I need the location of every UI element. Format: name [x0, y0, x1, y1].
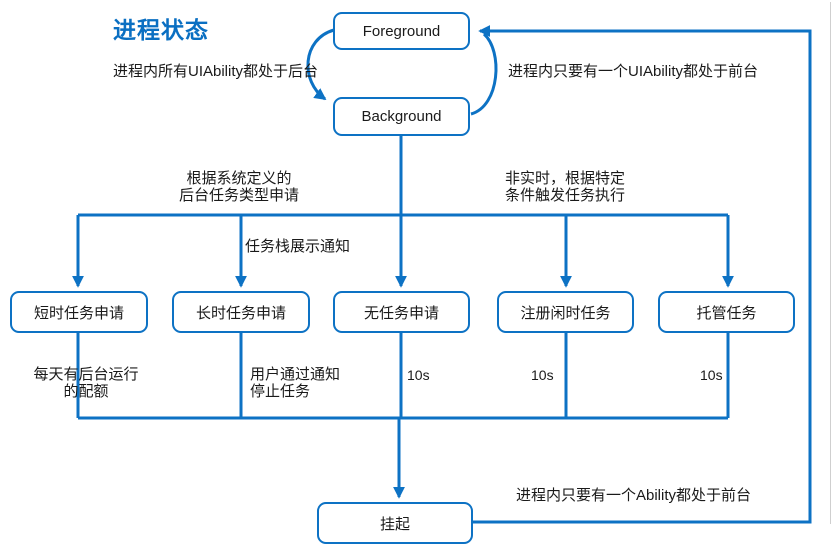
state-box-suspend: 挂起 — [317, 502, 473, 544]
note-short-task-quota: 每天有后台运行 的配额 — [16, 366, 156, 400]
note-idle-task-10s: 10s — [531, 367, 554, 383]
note-short-task-quota-line1: 每天有后台运行 — [33, 366, 139, 383]
label-fg-to-bg: 进程内所有UIAbility都处于后台 — [113, 63, 319, 80]
note-long-task-stop: 用户通过通知 停止任务 — [250, 366, 340, 400]
state-box-foreground: Foreground — [333, 12, 470, 50]
label-task-stack: 任务栈展示通知 — [245, 238, 351, 255]
note-short-task-quota-line2: 的配额 — [63, 383, 109, 400]
task-box-long-task: 长时任务申请 — [172, 291, 310, 333]
edge-suspend-to-foreground — [473, 25, 812, 524]
label-non-realtime-line2: 条件触发任务执行 — [505, 187, 626, 204]
note-long-task-stop-line2: 停止任务 — [250, 383, 311, 400]
state-box-background: Background — [333, 97, 470, 136]
label-non-realtime: 非实时，根据特定 条件触发任务执行 — [505, 170, 625, 204]
task-box-short-task: 短时任务申请 — [10, 291, 148, 333]
label-apply-type-line2: 后台任务类型申请 — [178, 187, 299, 204]
label-apply-type-line1: 根据系统定义的 — [186, 170, 292, 187]
label-suspend-to-fg: 进程内只要有一个Ability都处于前台 — [516, 487, 752, 504]
note-no-task-10s: 10s — [407, 367, 430, 383]
note-long-task-stop-line1: 用户通过通知 — [250, 366, 341, 383]
task-box-idle-task: 注册闲时任务 — [497, 291, 634, 333]
task-box-no-task: 无任务申请 — [333, 291, 470, 333]
diagram-title: 进程状态 — [113, 17, 209, 43]
label-non-realtime-line1: 非实时，根据特定 — [505, 170, 626, 187]
edge-foreground-to-background — [306, 28, 335, 101]
note-managed-task-10s: 10s — [700, 367, 723, 383]
label-apply-type: 根据系统定义的 后台任务类型申请 — [159, 170, 319, 204]
edge-background-to-foreground-arc — [470, 32, 498, 116]
task-box-managed-task: 托管任务 — [658, 291, 795, 333]
label-bg-to-fg: 进程内只要有一个UIAbility都处于前台 — [508, 63, 759, 80]
